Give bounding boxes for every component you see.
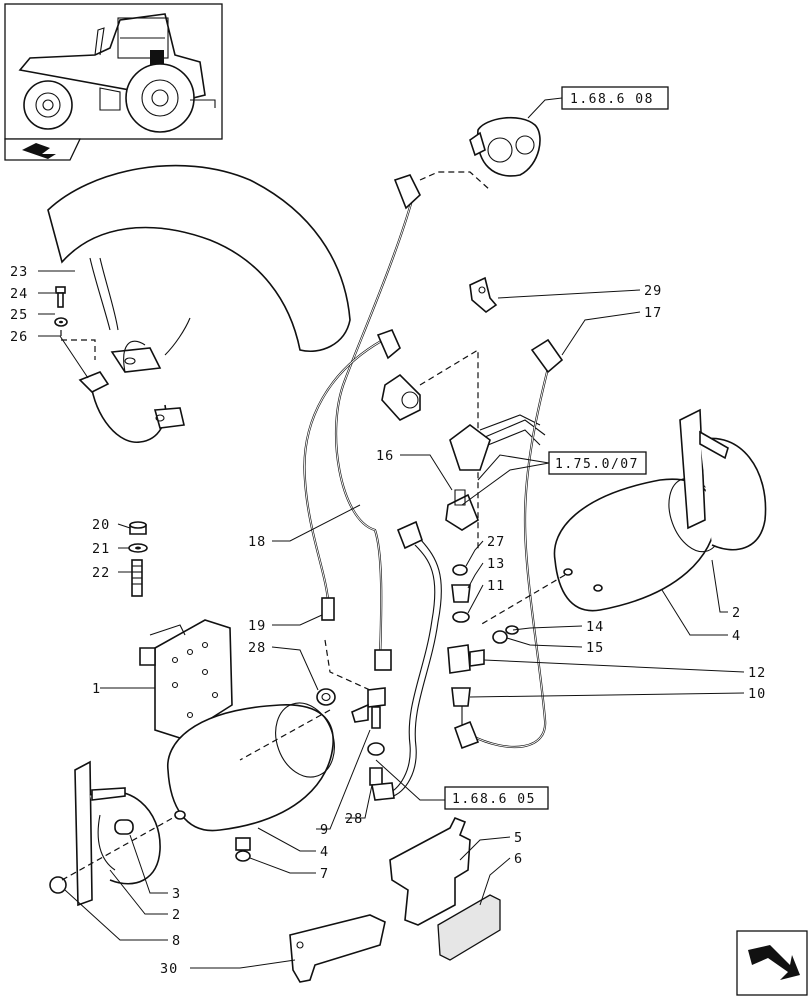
nut-15	[492, 630, 508, 644]
label-22: 22	[92, 565, 110, 581]
label-10: 10	[748, 686, 766, 702]
hose-18	[303, 174, 421, 671]
ref-text-1-75-0-07: 1.75.0/07	[555, 457, 639, 472]
label-29: 29	[644, 283, 662, 299]
ref-box-1-75-0-07[interactable]: 1.75.0/07	[548, 451, 647, 475]
label-17: 17	[644, 305, 662, 321]
drain-valve-7	[235, 837, 251, 862]
label-28a: 28	[248, 640, 266, 656]
washer-21	[128, 543, 148, 553]
nut-20	[129, 521, 147, 535]
label-5: 5	[514, 830, 523, 846]
next-page-arrow-icon[interactable]	[736, 930, 808, 996]
ref-text-1-68-6-05: 1.68.6 05	[452, 792, 536, 807]
ref-box-1-68-6-08[interactable]: 1.68.6 08	[561, 86, 669, 110]
seal-11	[452, 611, 470, 623]
book-arrow-icon[interactable]	[4, 138, 82, 161]
fitting-28a	[316, 688, 336, 706]
label-25: 25	[10, 307, 28, 323]
reflector-6	[437, 894, 501, 961]
leader-lines	[38, 97, 745, 969]
label-9: 9	[320, 822, 329, 838]
label-3: 3	[172, 886, 181, 902]
bracket-upper	[679, 408, 767, 551]
harness	[371, 520, 442, 801]
label-2a: 2	[732, 605, 741, 621]
connector-lower	[445, 489, 479, 531]
stud-22	[131, 559, 143, 597]
washer-14	[505, 625, 519, 635]
label-30: 30	[160, 961, 178, 977]
label-4a: 4	[732, 628, 741, 644]
fitting-13	[451, 584, 471, 603]
bracket-30	[289, 914, 386, 983]
label-18: 18	[248, 534, 266, 550]
label-6: 6	[514, 851, 523, 867]
label-28b: 28	[345, 811, 363, 827]
label-27: 27	[487, 534, 505, 550]
washer-27	[452, 564, 468, 576]
label-13: 13	[487, 556, 505, 572]
ref-text-1-68-6-08: 1.68.6 08	[570, 92, 654, 107]
mounting-plate	[139, 619, 233, 739]
label-19: 19	[248, 618, 266, 634]
label-2b: 2	[172, 907, 181, 923]
label-1: 1	[92, 681, 101, 697]
label-21: 21	[92, 541, 110, 557]
tractor-thumbnail-icon	[4, 3, 223, 140]
connector-upper	[449, 414, 546, 471]
label-4b: 4	[320, 844, 329, 860]
bolt-8	[49, 876, 67, 894]
air-tank-lower	[167, 702, 335, 832]
t-fitting-12	[447, 644, 485, 674]
valve-upper-right	[469, 116, 541, 177]
label-15: 15	[586, 640, 604, 656]
clamp-bracket	[78, 340, 185, 443]
label-14: 14	[586, 619, 604, 635]
bolt-24	[55, 286, 66, 308]
label-8: 8	[172, 933, 181, 949]
label-24: 24	[10, 286, 28, 302]
label-16: 16	[376, 448, 394, 464]
label-12: 12	[748, 665, 766, 681]
label-11: 11	[487, 578, 505, 594]
part-labels: 23 24 25 26 20 21 22 1 18 19 28 16 29 17…	[10, 264, 766, 977]
clip-29	[469, 276, 498, 314]
fender	[47, 164, 351, 356]
t-fitting-9	[351, 687, 386, 786]
fitting-10	[451, 687, 471, 707]
label-23: 23	[10, 264, 28, 280]
label-7: 7	[320, 866, 329, 882]
ref-box-1-68-6-05[interactable]: 1.68.6 05	[444, 786, 549, 810]
valve-16	[381, 373, 421, 421]
washer-25	[54, 317, 68, 327]
label-20: 20	[92, 517, 110, 533]
lower-bracket	[74, 760, 161, 907]
label-26: 26	[10, 329, 28, 345]
plate-5	[389, 816, 471, 926]
hose-17	[453, 338, 564, 750]
